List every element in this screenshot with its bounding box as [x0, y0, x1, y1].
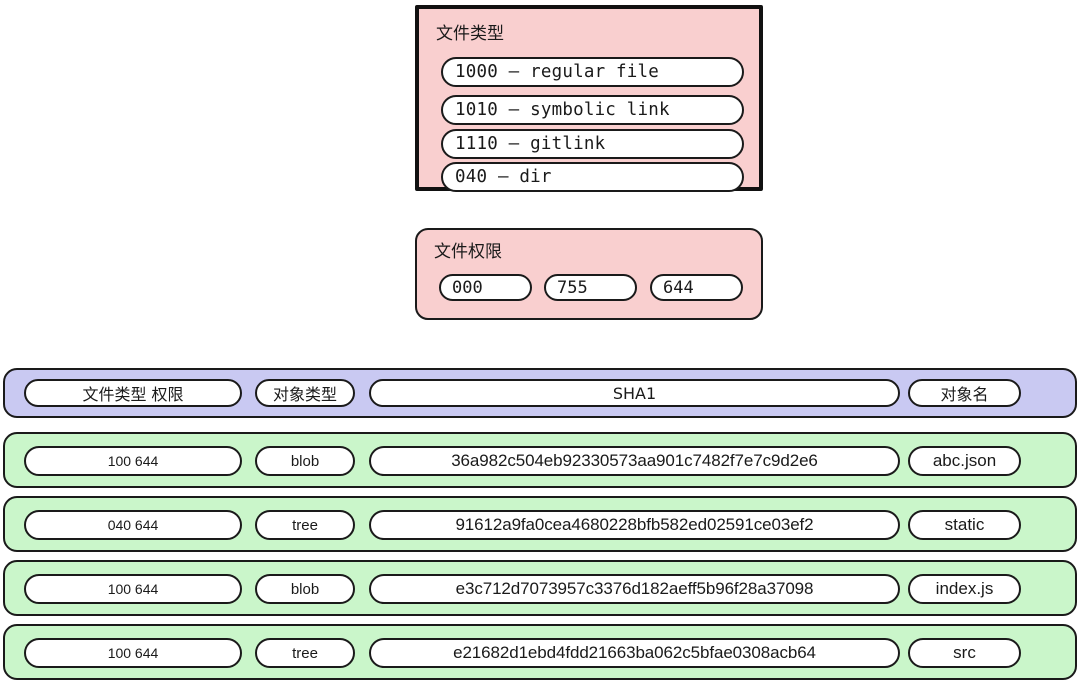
table-row: 100 644 blob e3c712d7073957c3376d182aeff…: [3, 560, 1077, 616]
file-type-panel-title: 文件类型: [436, 24, 504, 44]
row-cell-object-name: abc.json: [908, 446, 1021, 476]
row-cell-sha1: 36a982c504eb92330573aa901c7482f7e7c9d2e6: [369, 446, 900, 476]
row-cell-object-name: static: [908, 510, 1021, 540]
file-permission-entry-644: 644: [650, 274, 743, 301]
row-cell-mode: 040 644: [24, 510, 242, 540]
file-permission-entry-755: 755: [544, 274, 637, 301]
row-cell-mode: 100 644: [24, 446, 242, 476]
file-permission-entry-000: 000: [439, 274, 532, 301]
row-cell-object-name: index.js: [908, 574, 1021, 604]
tree-table-header-row: 文件类型 权限 对象类型 SHA1 对象名: [3, 368, 1077, 418]
row-cell-mode: 100 644: [24, 574, 242, 604]
row-cell-object-type: blob: [255, 574, 355, 604]
file-type-panel: 文件类型 1000 – regular file 1010 – symbolic…: [415, 5, 763, 192]
row-cell-sha1: e3c712d7073957c3376d182aeff5b96f28a37098: [369, 574, 900, 604]
row-cell-mode: 100 644: [24, 638, 242, 668]
row-cell-object-type: blob: [255, 446, 355, 476]
file-permission-panel: 文件权限 000 755 644: [415, 228, 763, 320]
row-cell-sha1: 91612a9fa0cea4680228bfb582ed02591ce03ef2: [369, 510, 900, 540]
row-cell-sha1: e21682d1ebd4fdd21663ba062c5bfae0308acb64: [369, 638, 900, 668]
file-type-entry-dir: 040 – dir: [441, 162, 744, 192]
row-cell-object-name: src: [908, 638, 1021, 668]
table-row: 100 644 blob 36a982c504eb92330573aa901c7…: [3, 432, 1077, 488]
header-cell-mode: 文件类型 权限: [24, 379, 242, 407]
row-cell-object-type: tree: [255, 638, 355, 668]
file-type-entry-gitlink: 1110 – gitlink: [441, 129, 744, 159]
header-cell-object-name: 对象名: [908, 379, 1021, 407]
file-type-entry-symbolic-link: 1010 – symbolic link: [441, 95, 744, 125]
table-row: 100 644 tree e21682d1ebd4fdd21663ba062c5…: [3, 624, 1077, 680]
row-cell-object-type: tree: [255, 510, 355, 540]
file-permission-panel-title: 文件权限: [434, 242, 502, 262]
header-cell-sha1: SHA1: [369, 379, 900, 407]
table-row: 040 644 tree 91612a9fa0cea4680228bfb582e…: [3, 496, 1077, 552]
header-cell-object-type: 对象类型: [255, 379, 355, 407]
file-type-entry-regular-file: 1000 – regular file: [441, 57, 744, 87]
